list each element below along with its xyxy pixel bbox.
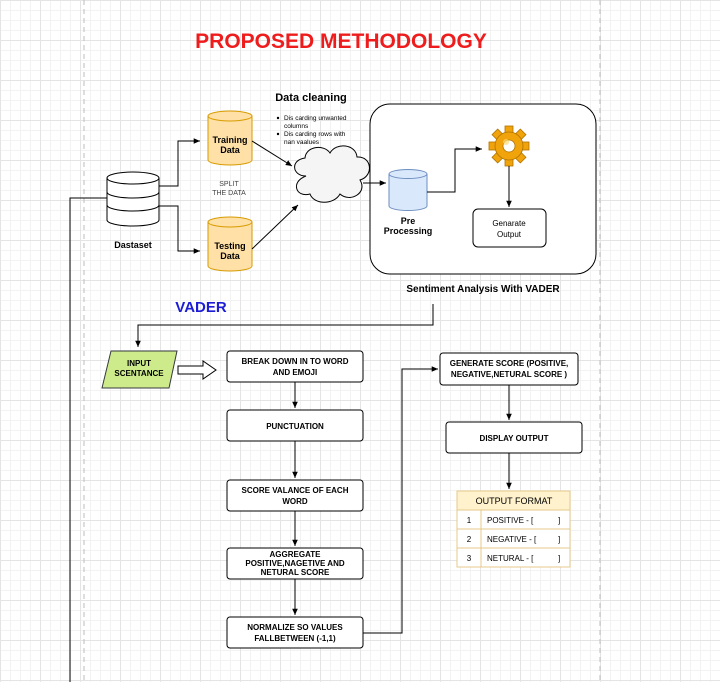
dataset-label: Dastaset [114,240,152,250]
bullet-dot [276,132,280,136]
dataset-cylinder[interactable] [106,171,160,227]
pre-processing-label-line1: Pre [401,216,416,226]
generate-score-box[interactable] [439,352,579,386]
step-4-line2: POSITIVE,NAGETIVE AND [245,559,344,568]
input-label-line2: SCENTANCE [114,369,164,378]
connector-dataset-to-training [159,138,200,187]
display-output-box[interactable] [445,421,583,454]
pre-processing-cylinder[interactable] [388,169,428,211]
testing-label-line1: Testing [214,241,245,251]
output-table-header: OUTPUT FORMAT [476,496,553,506]
connector-testing-to-cloud [251,204,299,250]
split-label-line1: SPLIT [219,181,239,188]
connector-training-to-cloud [251,140,293,167]
pre-processing-label-line2: Processing [384,226,433,236]
connector-sentiment-to-input [135,304,434,347]
connector-dataset-to-testing [159,205,200,254]
output-row-3-index: 3 [467,554,472,563]
testing-data-cylinder[interactable] [207,216,253,272]
generate-score-line1: GENERATE SCORE (POSITIVE, [450,359,569,368]
connector-preprocessing-to-gear [427,146,482,193]
step-5-line2: FALLBETWEEN (-1,1) [254,634,336,643]
step-score-valance-box[interactable] [226,479,364,512]
output-table-body [456,509,571,568]
cleaning-bullet-2-line1: Dis carding rows with [284,131,346,138]
generate-output-label-line1: Genarate [492,219,526,228]
step-4-line3: NETURAL SCORE [261,568,330,577]
page-title: PROPOSED METHODOLOGY [195,30,487,53]
generate-output-label-line2: Output [497,230,522,239]
data-cleaning-title: Data cleaning [275,92,347,104]
step-normalize-box[interactable] [226,616,364,649]
gear-icon [488,125,530,167]
step-3-line2: WORD [282,497,308,506]
input-label-line1: INPUT [127,359,151,368]
training-data-cylinder[interactable] [207,110,253,166]
training-label-line2: Data [220,145,241,155]
step-1-line2: AND EMOJI [273,368,317,377]
training-label-line1: Training [212,135,247,145]
output-row-2-label: NEGATIVE - [ [487,535,537,544]
connector-dataset-left [69,197,107,682]
output-row-3-close: ] [558,554,560,563]
step-break-down-box[interactable] [226,350,364,383]
connector-normalize-to-generate-score [363,366,438,634]
step-2-line1: PUNCTUATION [266,422,324,431]
output-row-1-index: 1 [467,516,472,525]
step-5-line1: NORMALIZE SO VALUES [247,623,343,632]
bullet-dot [276,116,280,120]
cleaning-bullet-1-line1: Dis carding unwanted [284,115,347,122]
input-to-breakdown-arrow [177,360,217,380]
data-cleaning-cloud[interactable] [294,145,370,203]
cleaning-bullet-2-line2: nan vaalues [284,139,320,146]
output-row-2-index: 2 [467,535,472,544]
input-sentence-shape[interactable] [101,350,178,389]
output-format-table [456,490,571,568]
generate-score-line2: NEGATIVE,NETURAL SCORE ) [451,370,567,379]
step-4-line1: AGGREGATE [270,550,322,559]
display-output-label: DISPLAY OUTPUT [480,434,549,443]
output-row-1-close: ] [558,516,560,525]
sentiment-analysis-label: Sentiment Analysis With VADER [406,284,560,295]
output-row-3-label: NETURAL - [ [487,554,534,563]
vader-label: VADER [175,299,227,316]
step-1-line1: BREAK DOWN IN TO WORD [242,357,349,366]
cleaning-bullet-1-line2: columns [284,123,309,130]
output-row-1-label: POSITIVE - [ [487,516,534,525]
output-row-2-close: ] [558,535,560,544]
step-3-line1: SCORE VALANCE OF EACH [242,486,349,495]
generate-output-box[interactable] [472,208,547,248]
split-label-line2: THE DATA [212,190,246,197]
testing-label-line2: Data [220,251,241,261]
